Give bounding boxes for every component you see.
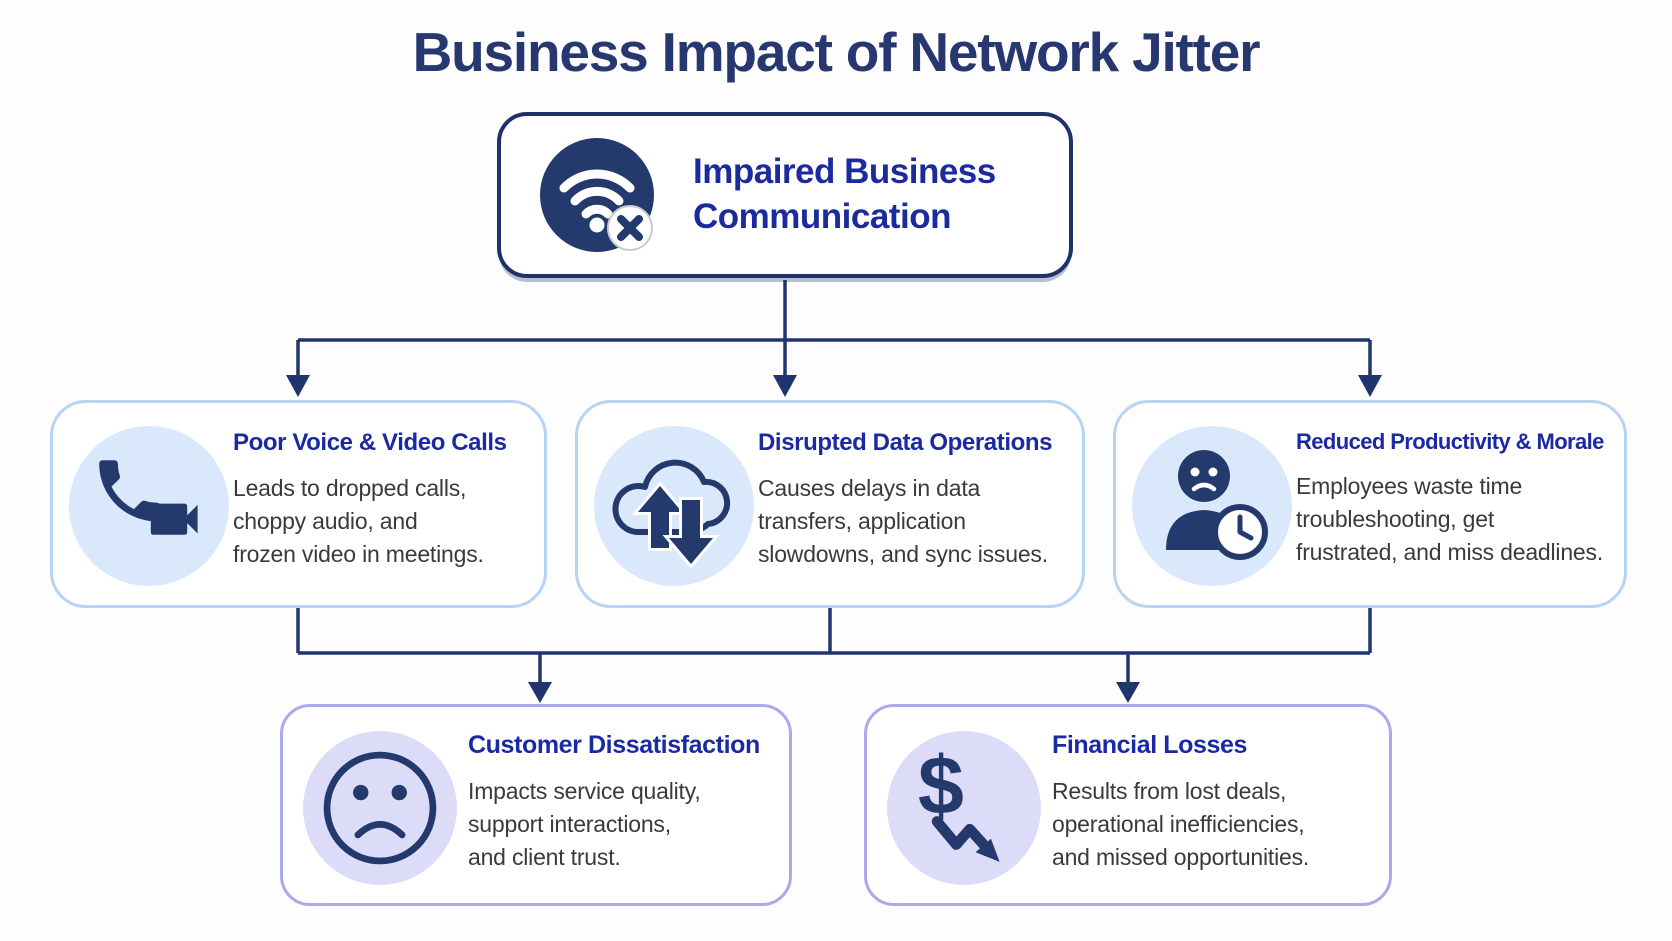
phone-video-icon	[99, 460, 198, 535]
arrowhead-icon	[773, 375, 797, 397]
dollar-decline-icon: $	[918, 739, 1000, 862]
node-reduced-productivity-morale: Reduced Productivity & Morale Employees …	[1113, 400, 1627, 608]
svg-text:$: $	[918, 739, 964, 832]
impact-node-title: Disrupted Data Operations	[758, 429, 1053, 456]
outcome-node-title: Customer Dissatisfaction	[468, 731, 760, 759]
outcome-node-title: Financial Losses	[1052, 731, 1248, 759]
root-node-title: Impaired Business Communication	[693, 152, 996, 236]
node-financial-losses: $ Financial Losses Results from lost dea…	[864, 704, 1392, 906]
impact-node-title: Poor Voice & Video Calls	[233, 429, 507, 456]
arrowhead-icon	[1358, 375, 1382, 397]
impact-node-title: Reduced Productivity & Morale	[1296, 429, 1604, 454]
wifi-disconnected-icon	[540, 138, 654, 252]
sad-face-icon	[323, 751, 437, 865]
node-impaired-business-communication: Impaired Business Communication	[497, 112, 1073, 278]
impact-node-description: Employees waste time troubleshooting, ge…	[1296, 473, 1604, 565]
outcome-node-description: Impacts service quality, support interac…	[468, 778, 701, 870]
arrowhead-icon	[286, 375, 310, 397]
impact-node-description: Causes delays in data transfers, applica…	[758, 475, 1048, 567]
arrowhead-icon	[1116, 682, 1140, 703]
node-poor-voice-video-calls: Poor Voice & Video Calls Leads to droppe…	[50, 400, 547, 608]
page-title: Business Impact of Network Jitter	[412, 21, 1261, 83]
arrowhead-icon	[528, 682, 552, 703]
impact-node-description: Leads to dropped calls, choppy audio, an…	[233, 475, 484, 567]
node-customer-dissatisfaction: Customer Dissatisfaction Impacts service…	[280, 704, 792, 906]
outcome-node-description: Results from lost deals, operational ine…	[1052, 778, 1310, 870]
frustrated-person-clock-icon	[1166, 450, 1268, 560]
node-disrupted-data-operations: Disrupted Data Operations Causes delays …	[575, 400, 1085, 608]
cloud-sync-arrows-icon	[612, 459, 731, 569]
